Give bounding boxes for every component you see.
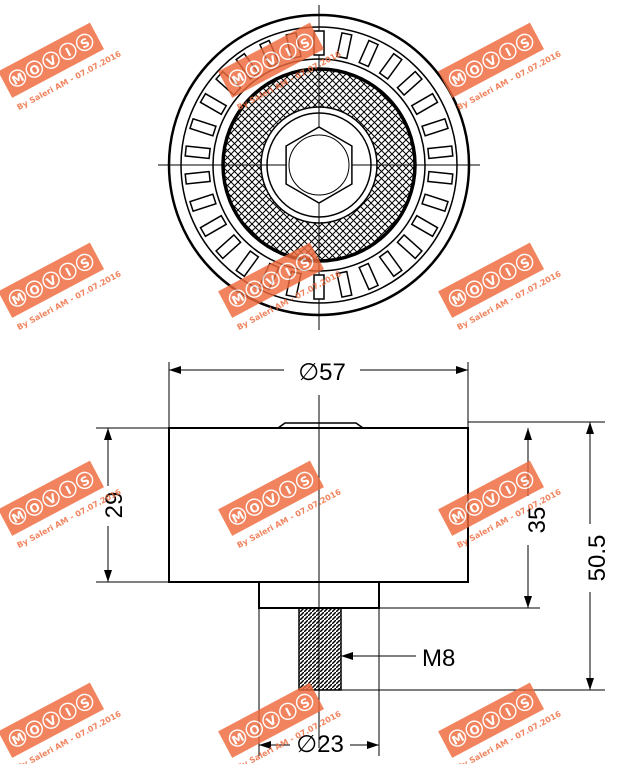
bearing-roller bbox=[215, 233, 242, 260]
bearing-roller bbox=[421, 193, 449, 213]
bearing-roller bbox=[184, 170, 211, 185]
thread-bolt bbox=[298, 607, 342, 691]
bearing-roller bbox=[336, 31, 353, 60]
dimension-arrowhead bbox=[341, 652, 353, 660]
bearing-roller bbox=[313, 274, 325, 300]
watermark-letter: I bbox=[283, 483, 294, 497]
hex-bolt-head bbox=[285, 126, 353, 204]
watermark-letter: M bbox=[9, 290, 26, 308]
bolt-washer-circle bbox=[288, 134, 350, 196]
bore-circle bbox=[266, 112, 372, 218]
dimension-arrowhead bbox=[169, 366, 181, 374]
bearing-roller bbox=[396, 233, 423, 260]
hatched-ring bbox=[222, 68, 416, 262]
watermark-letter: M bbox=[449, 730, 466, 748]
inner-rim-circle bbox=[180, 26, 458, 304]
dimension-arrowhead bbox=[524, 428, 532, 440]
bearing-roller bbox=[189, 117, 217, 137]
bearing-roller bbox=[199, 214, 228, 238]
bearing-roller bbox=[427, 170, 454, 185]
outer-diameter-label: ∅57 bbox=[298, 359, 346, 386]
top-view bbox=[158, 5, 480, 330]
thread-label: M8 bbox=[422, 645, 455, 672]
dimension-arrowhead bbox=[104, 428, 112, 440]
bore-diameter-label: ∅23 bbox=[296, 731, 344, 758]
dimension-arrowhead bbox=[259, 741, 271, 749]
dimension-arrowhead bbox=[104, 570, 112, 582]
bearing-roller bbox=[358, 39, 380, 68]
watermark-letter: I bbox=[503, 483, 514, 497]
watermark-letter: I bbox=[283, 265, 294, 279]
dimension-arrowhead bbox=[586, 422, 594, 434]
watermark-letter: M bbox=[449, 70, 466, 88]
watermark-letter: M bbox=[449, 508, 466, 526]
bearing-roller bbox=[184, 145, 211, 160]
watermark-letter: M bbox=[229, 290, 246, 308]
bearing-roller bbox=[396, 70, 423, 97]
bearing-roller bbox=[378, 52, 403, 80]
bearing-roller bbox=[378, 250, 403, 278]
dimension-arrowhead bbox=[367, 741, 379, 749]
watermark-letter: I bbox=[63, 45, 74, 59]
top-cap bbox=[277, 422, 364, 429]
watermark-letter: I bbox=[283, 45, 294, 59]
body-height-label: 29 bbox=[101, 492, 128, 519]
watermark-letter: I bbox=[503, 265, 514, 279]
bearing-roller bbox=[336, 270, 353, 299]
dimension-arrowhead bbox=[586, 678, 594, 690]
bearing-roller bbox=[410, 214, 439, 238]
watermark-letter: M bbox=[229, 70, 246, 88]
watermark-letter: M bbox=[9, 70, 26, 88]
watermark-letter: M bbox=[9, 730, 26, 748]
watermark-letter: M bbox=[9, 508, 26, 526]
watermark-letter: M bbox=[449, 290, 466, 308]
flange-height-label: 35 bbox=[524, 507, 551, 534]
watermark-letter: I bbox=[283, 705, 294, 719]
dimension-lines bbox=[104, 366, 594, 749]
dimension-arrowhead bbox=[524, 596, 532, 608]
bearing-roller bbox=[427, 145, 454, 160]
bearing-roller bbox=[199, 92, 228, 116]
bearing-roller bbox=[235, 250, 260, 278]
watermark-letter: I bbox=[503, 45, 514, 59]
bearing-roller bbox=[410, 92, 439, 116]
dimension-arrowhead bbox=[456, 366, 468, 374]
bearing-roller bbox=[189, 193, 217, 213]
bearing-roller bbox=[358, 262, 380, 291]
outer-rim-circle bbox=[167, 13, 471, 317]
side-view: ∅57 ∅23 29 35 50.5 M8 bbox=[96, 359, 611, 758]
watermark-letter: I bbox=[63, 483, 74, 497]
watermark-letter: I bbox=[63, 705, 74, 719]
watermark-letter: I bbox=[63, 265, 74, 279]
watermark-letter: M bbox=[229, 508, 246, 526]
bearing-roller bbox=[421, 117, 449, 137]
watermark-letter: I bbox=[503, 705, 514, 719]
watermark-letter: M bbox=[229, 730, 246, 748]
overall-height-label: 50.5 bbox=[584, 535, 611, 582]
